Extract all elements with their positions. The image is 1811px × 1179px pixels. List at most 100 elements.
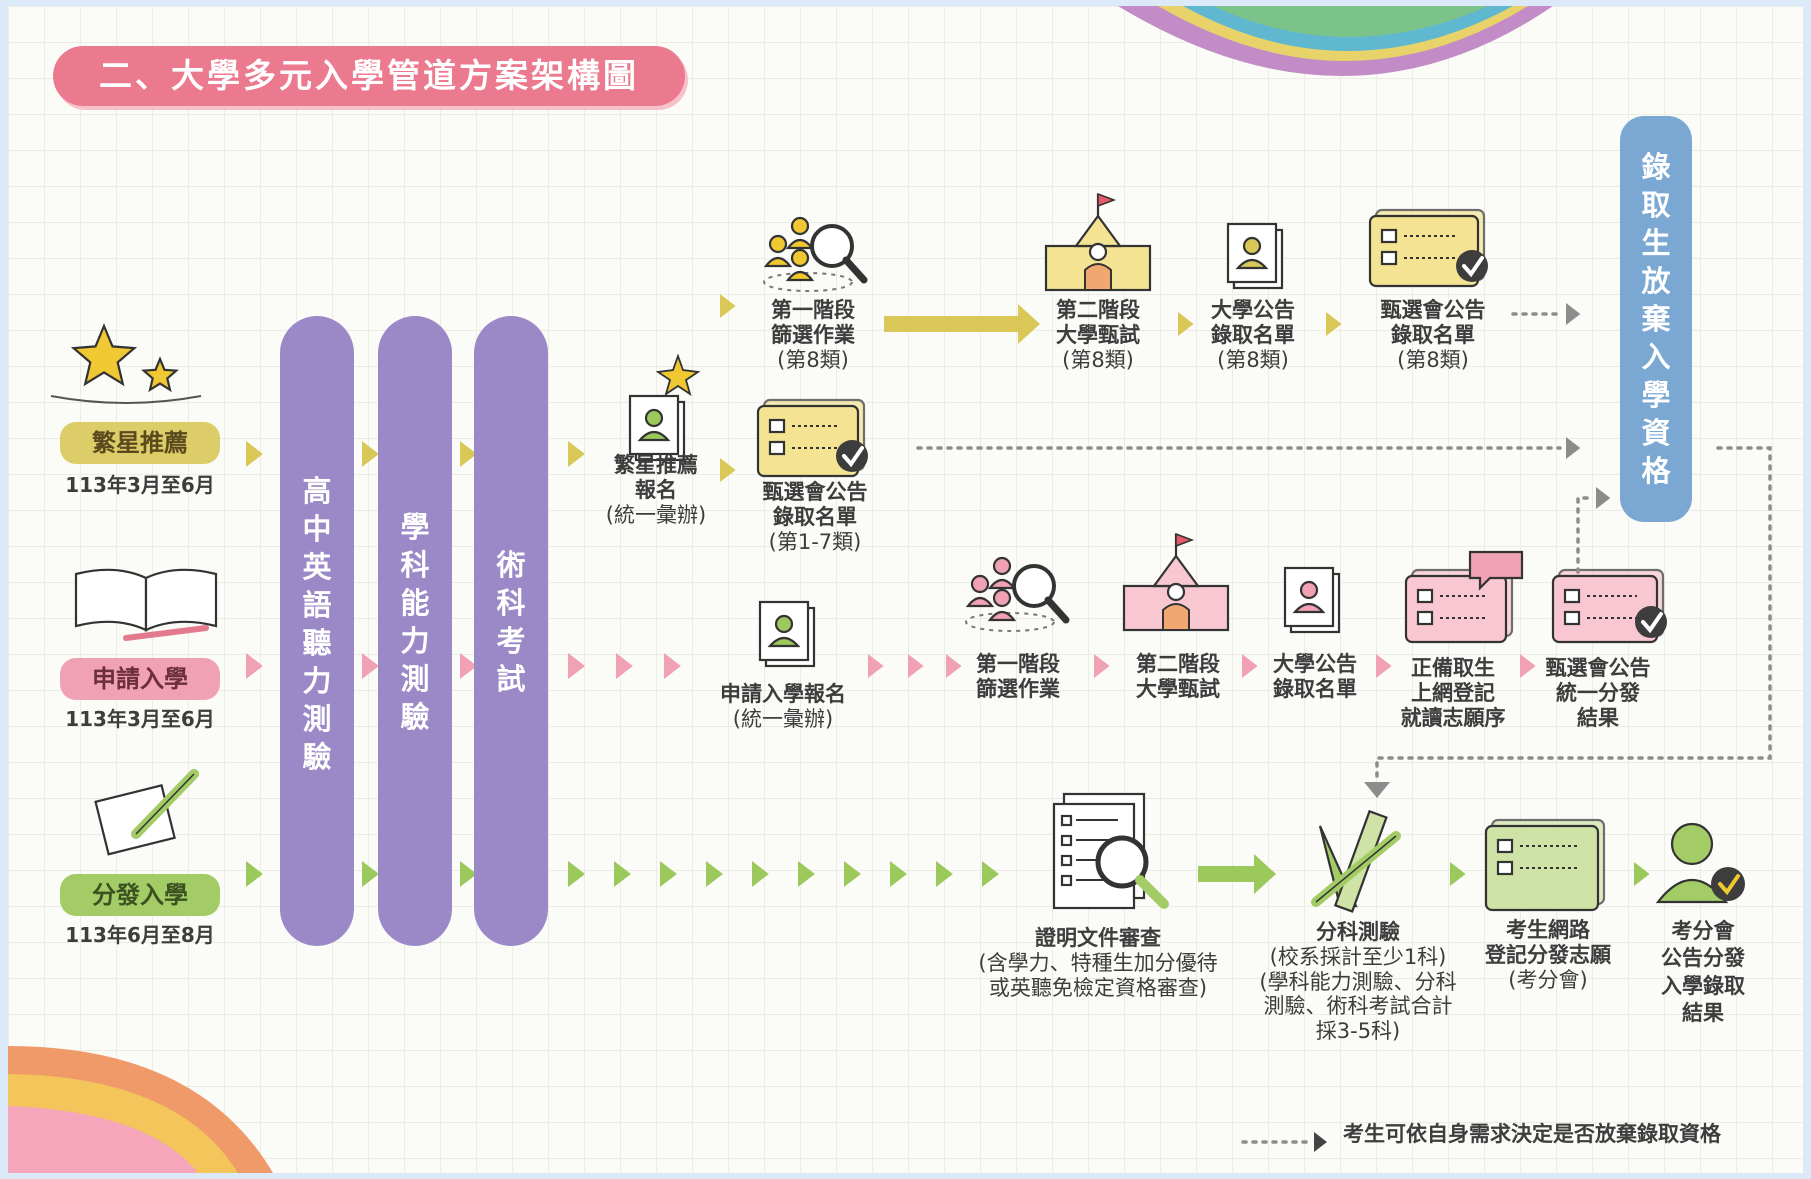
apply-distribution-line-1: 甄選會公告 <box>1545 656 1651 680</box>
placement-result-label: 考分會 公告分發 入學錄取 結果 <box>1648 918 1758 1027</box>
apply-arrow-to-uni-announce <box>1242 654 1258 678</box>
exam-1-char: 測 <box>400 662 430 696</box>
exam-1-char: 力 <box>400 624 430 658</box>
apply-distribution-line-3: 結果 <box>1577 705 1619 730</box>
placement-docs-note-2: 或英聽免檢定資格審查) <box>988 975 1208 1000</box>
diagram-card: 二、大學多元入學管道方案架構圖 繁星推薦 113年3月至6月 申請入學 113年… <box>8 6 1803 1173</box>
waiver-label: 錄取生放棄入學資格 <box>1636 148 1676 490</box>
channel-star-pill: 繁星推薦 <box>60 422 220 464</box>
star-stage1-line-2: 篩選作業 <box>771 322 855 347</box>
apply-arrow-to-register-2 <box>664 653 681 679</box>
exam-bar-english <box>280 316 354 946</box>
apply-arrow-to-register-0 <box>568 653 585 679</box>
star-final-announce-label: 甄選會公告 錄取名單 (第8類) <box>1363 298 1503 372</box>
exam-gsat-label: 學科能力測驗 <box>395 508 435 736</box>
waiver-char: 生 <box>1641 226 1671 260</box>
placement-arrow-1 <box>614 861 631 887</box>
placement-docs-line-1: 證明文件審查 <box>1035 926 1161 950</box>
channel-star-period: 113年3月至6月 <box>65 473 215 497</box>
apply-waitlist-line-2: 上網登記 <box>1411 680 1495 705</box>
apply-uni-announce-profile-icon <box>1283 566 1341 634</box>
apply-stage1-label: 第一階段 篩選作業 <box>958 652 1078 702</box>
star-arrowhead-1-7-to-waiver <box>1566 437 1581 459</box>
exam-2-char: 科 <box>496 586 526 620</box>
waiver-box <box>1620 116 1692 522</box>
channel-apply-name: 申請入學 <box>92 665 188 693</box>
apply-stage2-line-2: 大學甄試 <box>1136 676 1220 701</box>
apply-arrow-to-stage1-1 <box>908 654 924 678</box>
placement-tools-icon <box>1311 809 1401 913</box>
star-uni-announce-line-2: 錄取名單 <box>1211 322 1295 347</box>
star-final-announce-list-icon <box>1368 208 1488 288</box>
apply-arrow-to-stage1-0 <box>868 654 884 678</box>
channel-placement-name: 分發入學 <box>92 881 188 909</box>
entry-arrow-r2-0 <box>246 861 263 887</box>
entry-arrow-r0-2 <box>460 441 477 467</box>
sparkle-star-icon <box>655 353 701 397</box>
exam-english-label: 高中英語聽力測驗 <box>297 472 337 776</box>
placement-arrow-to-register <box>1450 862 1466 886</box>
apply-dotted-to-waiver <box>1576 496 1592 574</box>
placement-result-line-4: 結果 <box>1682 1000 1724 1025</box>
waiver-arrowhead-to-placement <box>1364 782 1390 798</box>
star-register-note: (統一彙辦) <box>605 502 707 527</box>
waiver-char: 棄 <box>1641 302 1671 336</box>
exam-0-char: 高 <box>302 474 332 508</box>
exam-0-char: 測 <box>302 702 332 736</box>
placement-arrow-8 <box>936 861 953 887</box>
star-arrow-to-uni-announce <box>1178 312 1194 336</box>
waiver-char: 學 <box>1641 378 1671 412</box>
star-arrow-stage1-to-stage2 <box>884 304 1040 344</box>
placement-result-line-3: 入學錄取 <box>1661 973 1745 998</box>
exam-0-char: 中 <box>302 512 332 546</box>
exam-practical-label: 術科考試 <box>491 546 531 698</box>
star-stage2-label: 第二階段 大學甄試 (第8類) <box>1038 298 1158 372</box>
star-stage1-line-1: 第一階段 <box>771 298 855 322</box>
placement-docs-search-icon <box>1052 792 1169 910</box>
placement-arrow-docs-to-test <box>1198 854 1276 894</box>
apply-waitlist-line-1: 正備取生 <box>1411 656 1495 680</box>
apply-distribution-label: 甄選會公告 統一分發 結果 <box>1533 656 1663 730</box>
decor-layer <box>8 6 1553 1173</box>
star-uni-announce-line-1: 大學公告 <box>1211 298 1295 322</box>
placement-result-line-2: 公告分發 <box>1661 946 1745 971</box>
apply-register-note: (統一彙辦) <box>732 706 834 731</box>
star-announce-line-2: 錄取名單 <box>773 504 857 529</box>
star-uni-announce-label: 大學公告 錄取名單 (第8類) <box>1193 298 1313 372</box>
star-final-announce-line-2: 錄取名單 <box>1391 322 1475 347</box>
placement-arrow-7 <box>890 861 907 887</box>
placement-arrow-0 <box>568 861 585 887</box>
exam-bar-gsat <box>378 316 452 946</box>
placement-subject-test-line-1: 分科測驗 <box>1316 920 1400 944</box>
exam-2-char: 考 <box>496 624 526 658</box>
apply-arrow-to-distribution <box>1520 654 1536 678</box>
apply-waitlist-list-icon <box>1404 550 1524 644</box>
apply-stage2-label: 第二階段 大學甄試 <box>1118 652 1238 702</box>
channel-star-name: 繁星推薦 <box>92 429 188 457</box>
star-stage2-line-2: 大學甄試 <box>1056 322 1140 347</box>
star-stage1-people-icon <box>763 216 868 292</box>
placement-online-register-line-2: 登記分發志願 <box>1485 942 1611 967</box>
star-announce-line-1: 甄選會公告 <box>762 480 868 504</box>
star-announce-note: (第1-7類) <box>768 529 862 554</box>
apply-arrow-to-waitlist <box>1376 654 1392 678</box>
waiver-char: 取 <box>1641 188 1671 222</box>
star-final-announce-line-1: 甄選會公告 <box>1380 298 1486 322</box>
apply-stage2-school-icon <box>1122 532 1230 632</box>
entry-arrow-r2-1 <box>362 861 379 887</box>
placement-docs-label: 證明文件審查 (含學力、特種生加分優待 或英聽免檢定資格審查) <box>968 926 1228 1000</box>
waiver-dotted-to-placement <box>1375 446 1772 780</box>
entry-arrow-r1-1 <box>362 653 379 679</box>
placement-subject-test-note-2: (學科能力測驗、分科 <box>1259 969 1457 994</box>
star-final-announce-note: (第8類) <box>1397 347 1469 372</box>
apply-stage1-people-icon <box>965 556 1070 632</box>
pen-paper-icon <box>94 769 199 856</box>
exam-1-char: 能 <box>400 586 430 620</box>
exam-2-char: 試 <box>496 662 526 696</box>
waiver-char: 錄 <box>1641 150 1671 184</box>
entry-arrow-r0-3 <box>568 441 585 467</box>
star-arrow-to-stage1 <box>720 294 736 318</box>
star-uni-announce-profile-icon <box>1226 222 1284 290</box>
star-stage2-line-1: 第二階段 <box>1056 298 1140 322</box>
waiver-char: 格 <box>1641 454 1671 488</box>
